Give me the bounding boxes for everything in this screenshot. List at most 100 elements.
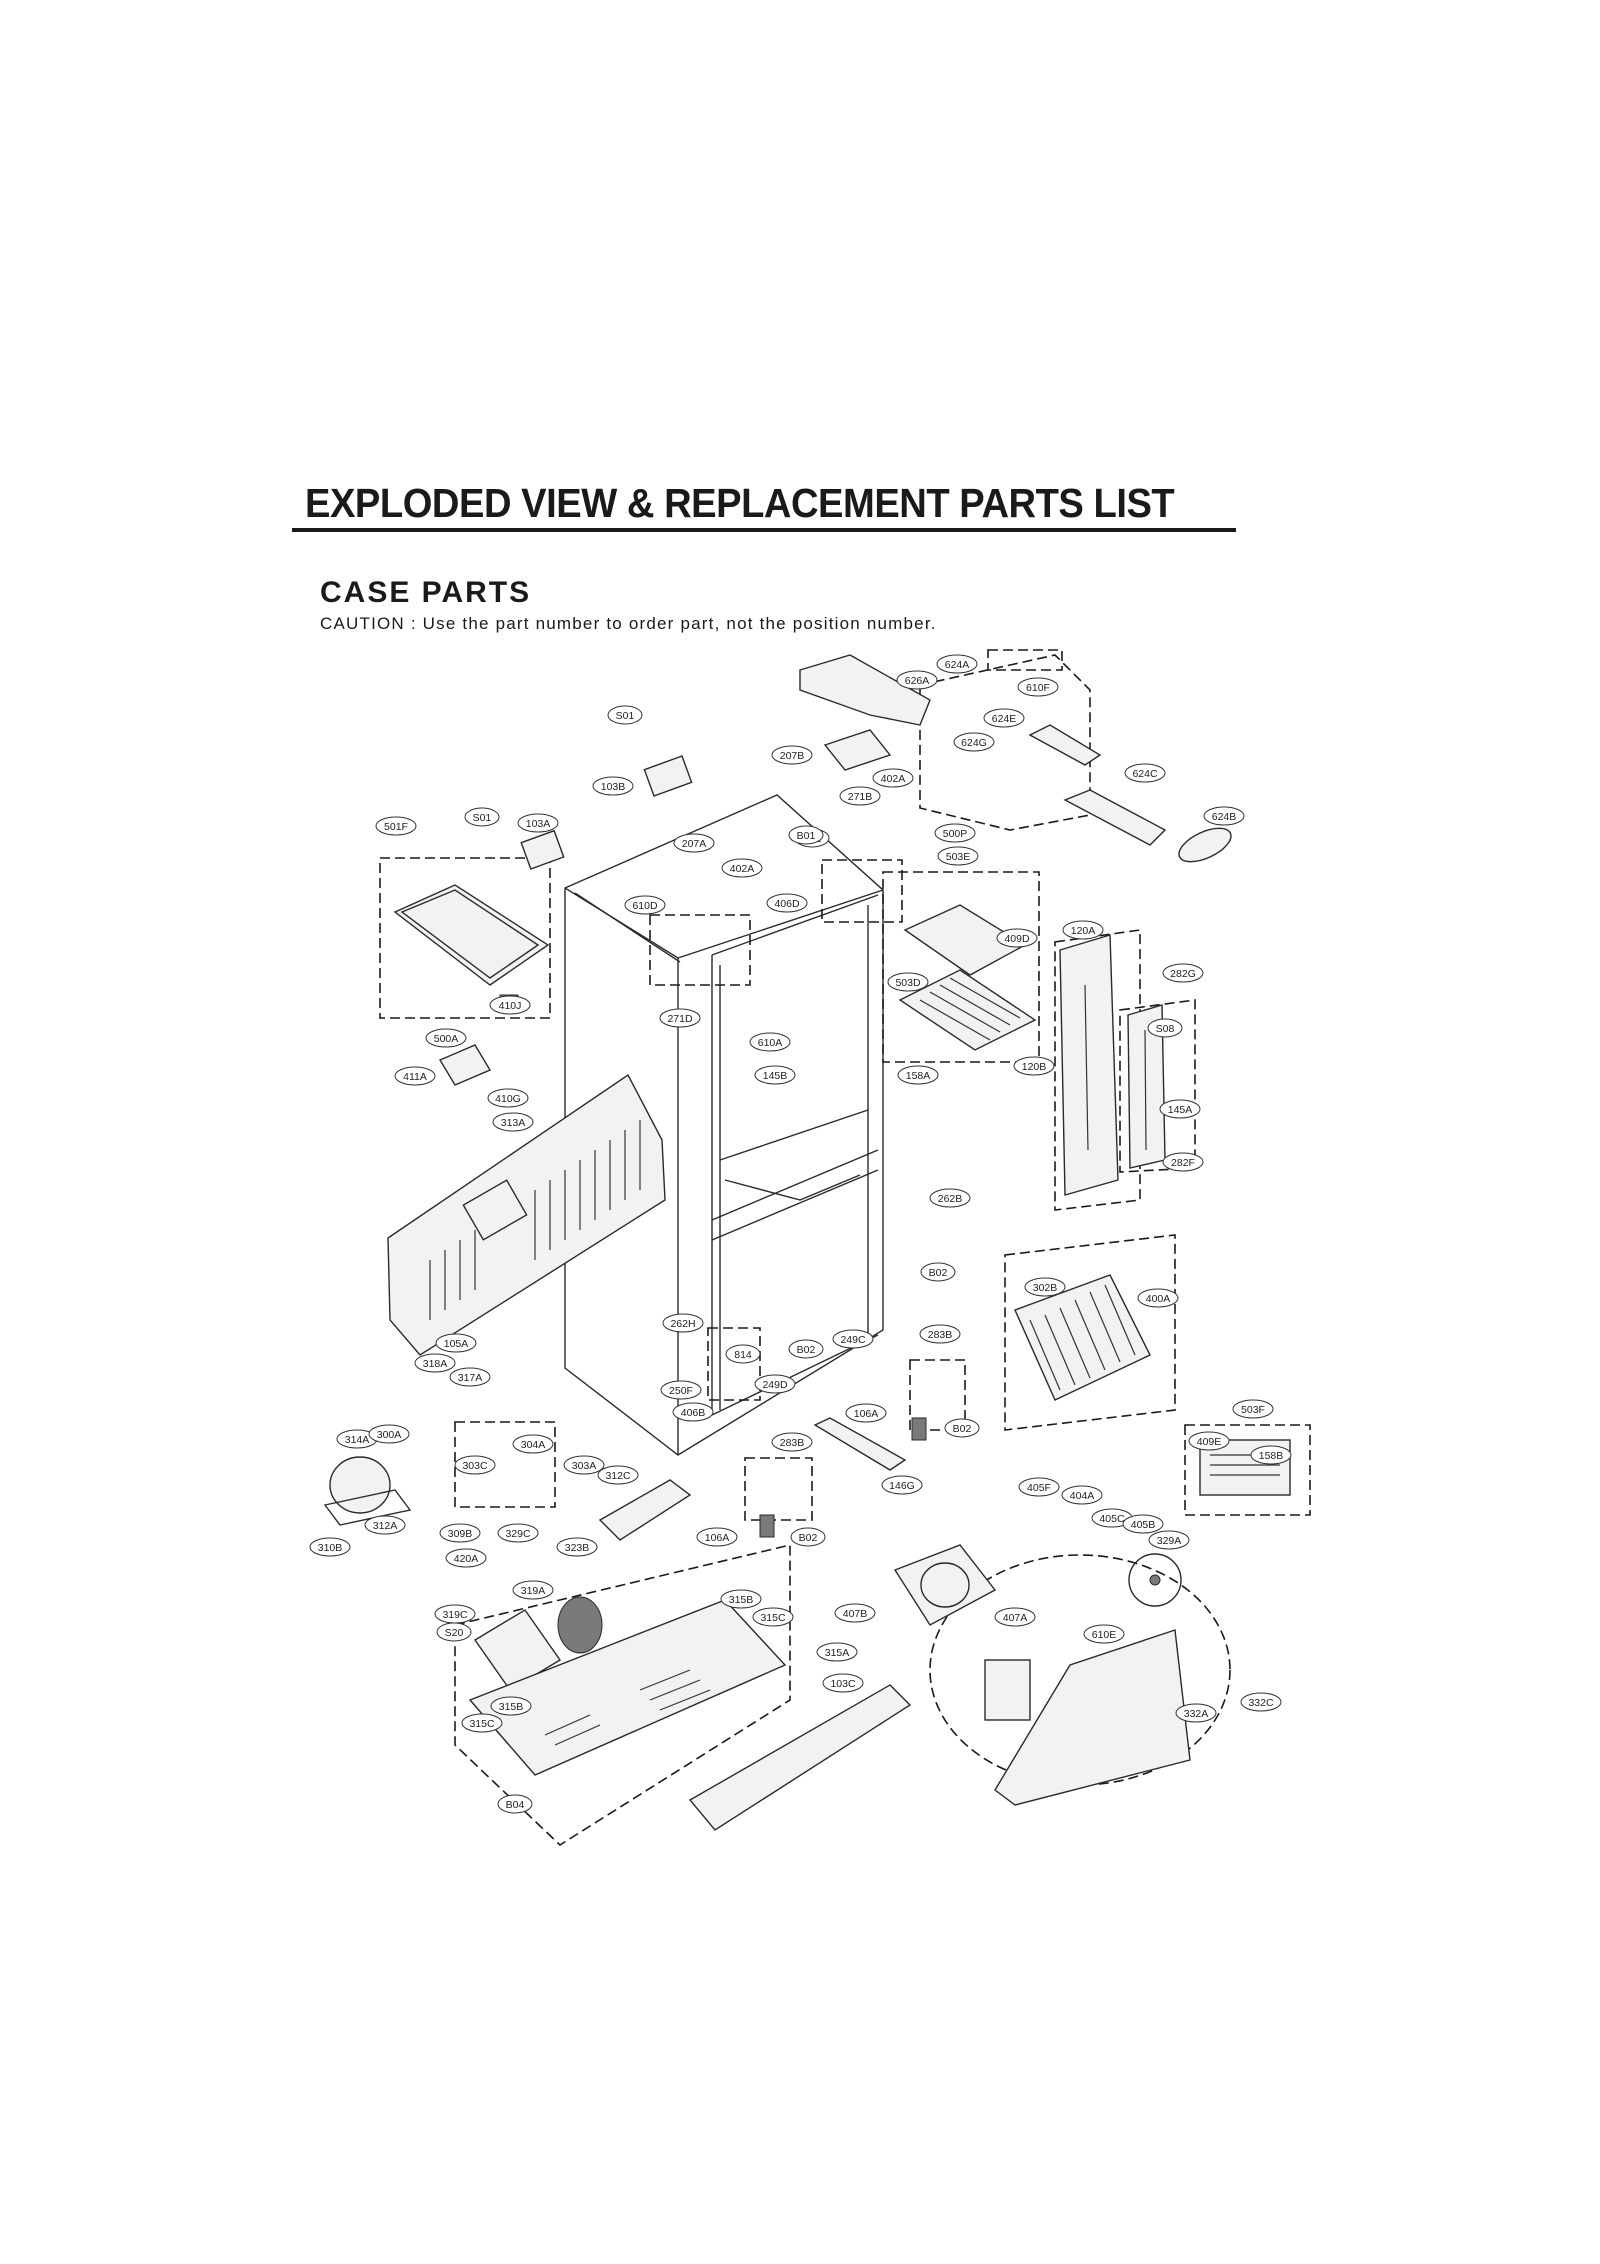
section-title: CASE PARTS (320, 576, 532, 609)
part-label-282f: 282F (1162, 1152, 1204, 1172)
part-label-text: 814 (734, 1349, 752, 1361)
part-label-text: 500P (943, 828, 968, 840)
part-label-text: 407B (843, 1608, 868, 1620)
part-label-text: 409D (1004, 933, 1030, 945)
part-label-text: 207B (780, 750, 805, 762)
part-label-text: 503D (895, 977, 921, 989)
part-label-b02: B02 (790, 1527, 826, 1547)
cabinet (564, 794, 884, 1456)
part-label-text: 332A (1184, 1708, 1209, 1720)
part-label-332c: 332C (1240, 1692, 1282, 1712)
part-label-409e: 409E (1188, 1431, 1230, 1451)
part-label-503d: 503D (887, 972, 929, 992)
part-label-text: 146G (889, 1480, 915, 1492)
part-label-312a: 312A (364, 1515, 406, 1535)
part-label-158b: 158B (1250, 1445, 1292, 1465)
part-label-text: 407A (1003, 1612, 1028, 1624)
part-label-b01: B01 (788, 825, 824, 845)
part-label-315c: 315C (752, 1607, 794, 1627)
part-label-text: 406D (774, 898, 800, 910)
part-label-text: 410J (499, 1000, 522, 1012)
part-label-405c: 405C (1091, 1508, 1133, 1528)
part-label-610f: 610F (1017, 677, 1059, 697)
part-label-text: S20 (445, 1627, 464, 1639)
part-label-text: 304A (521, 1439, 546, 1451)
caution-note: CAUTION : Use the part number to order p… (320, 614, 937, 633)
part-label-text: 300A (377, 1429, 402, 1441)
part-label-406b: 406B (672, 1402, 714, 1422)
part-label-text: 283B (928, 1329, 953, 1341)
part-sketches (323, 654, 1291, 1831)
part-label-text: B02 (799, 1532, 818, 1544)
part-label-402a: 402A (872, 768, 914, 788)
part-label-text: 317A (458, 1372, 483, 1384)
part-label-text: 323B (565, 1542, 590, 1554)
part-label-610e: 610E (1083, 1624, 1125, 1644)
part-label-text: 310B (318, 1542, 343, 1554)
part-label-404a: 404A (1061, 1485, 1103, 1505)
part-label-text: S08 (1156, 1023, 1175, 1035)
part-label-text: 402A (881, 773, 906, 785)
part-label-250f: 250F (660, 1380, 702, 1400)
part-label-315b: 315B (720, 1589, 762, 1609)
part-label-text: 103A (526, 818, 551, 830)
part-label-text: 250F (669, 1385, 693, 1397)
part-label-103c: 103C (822, 1673, 864, 1693)
part-label-text: 309B (448, 1528, 473, 1540)
part-label-text: 145B (763, 1070, 788, 1082)
part-label-text: 315C (469, 1718, 495, 1730)
part-label-407b: 407B (834, 1603, 876, 1623)
part-label-text: 503F (1241, 1404, 1265, 1416)
part-label-text: 303A (572, 1460, 597, 1472)
part-label-624e: 624E (983, 708, 1025, 728)
part-label-text: 312A (373, 1520, 398, 1532)
part-label-b02: B02 (944, 1418, 980, 1438)
part-label-s08: S08 (1147, 1018, 1183, 1038)
part-label-text: 402A (730, 863, 755, 875)
part-label-text: 315C (760, 1612, 786, 1624)
part-label-410g: 410G (487, 1088, 529, 1108)
title-rule (292, 528, 1236, 532)
part-label-624a: 624A (936, 654, 978, 674)
part-label-text: 329A (1157, 1535, 1182, 1547)
part-label-105a: 105A (435, 1333, 477, 1353)
part-label-313a: 313A (492, 1112, 534, 1132)
part-label-406d: 406D (766, 893, 808, 913)
part-label-500a: 500A (425, 1028, 467, 1048)
part-label-text: 145A (1168, 1104, 1193, 1116)
part-label-text: 624A (945, 659, 970, 671)
part-label-405f: 405F (1018, 1477, 1060, 1497)
part-label-315b: 315B (490, 1696, 532, 1716)
part-label-text: 319C (442, 1609, 468, 1621)
part-label-text: 411A (403, 1071, 427, 1083)
part-label-text: 249C (840, 1334, 866, 1346)
part-label-503e: 503E (937, 846, 979, 866)
part-label-271b: 271B (839, 786, 881, 806)
part-label-text: 271B (848, 791, 873, 803)
part-label-text: 315B (499, 1701, 524, 1713)
part-label-b02: B02 (920, 1262, 956, 1282)
part-label-332a: 332A (1175, 1703, 1217, 1723)
part-label-309b: 309B (439, 1523, 481, 1543)
part-labels: S01103BS01103A501F207A402AB01610D406D271… (309, 654, 1292, 1814)
part-label-s01: S01 (607, 705, 643, 725)
part-label-text: 626A (905, 675, 930, 687)
part-label-text: 501F (384, 821, 408, 833)
part-label-207a: 207A (673, 833, 715, 853)
part-label-106a: 106A (845, 1403, 887, 1423)
part-label-315a: 315A (816, 1642, 858, 1662)
part-label-271d: 271D (659, 1008, 701, 1028)
part-label-text: 405C (1099, 1513, 1125, 1525)
part-label-text: 610E (1092, 1629, 1117, 1641)
part-label-text: 271D (667, 1013, 693, 1025)
part-label-814: 814 (725, 1344, 761, 1364)
part-label-315c: 315C (461, 1713, 503, 1733)
part-label-262b: 262B (929, 1188, 971, 1208)
part-label-text: B04 (506, 1799, 525, 1811)
part-label-318a: 318A (414, 1353, 456, 1373)
part-label-624c: 624C (1124, 763, 1166, 783)
part-label-249d: 249D (754, 1374, 796, 1394)
part-label-text: 249D (762, 1379, 788, 1391)
part-label-text: 624C (1132, 768, 1158, 780)
